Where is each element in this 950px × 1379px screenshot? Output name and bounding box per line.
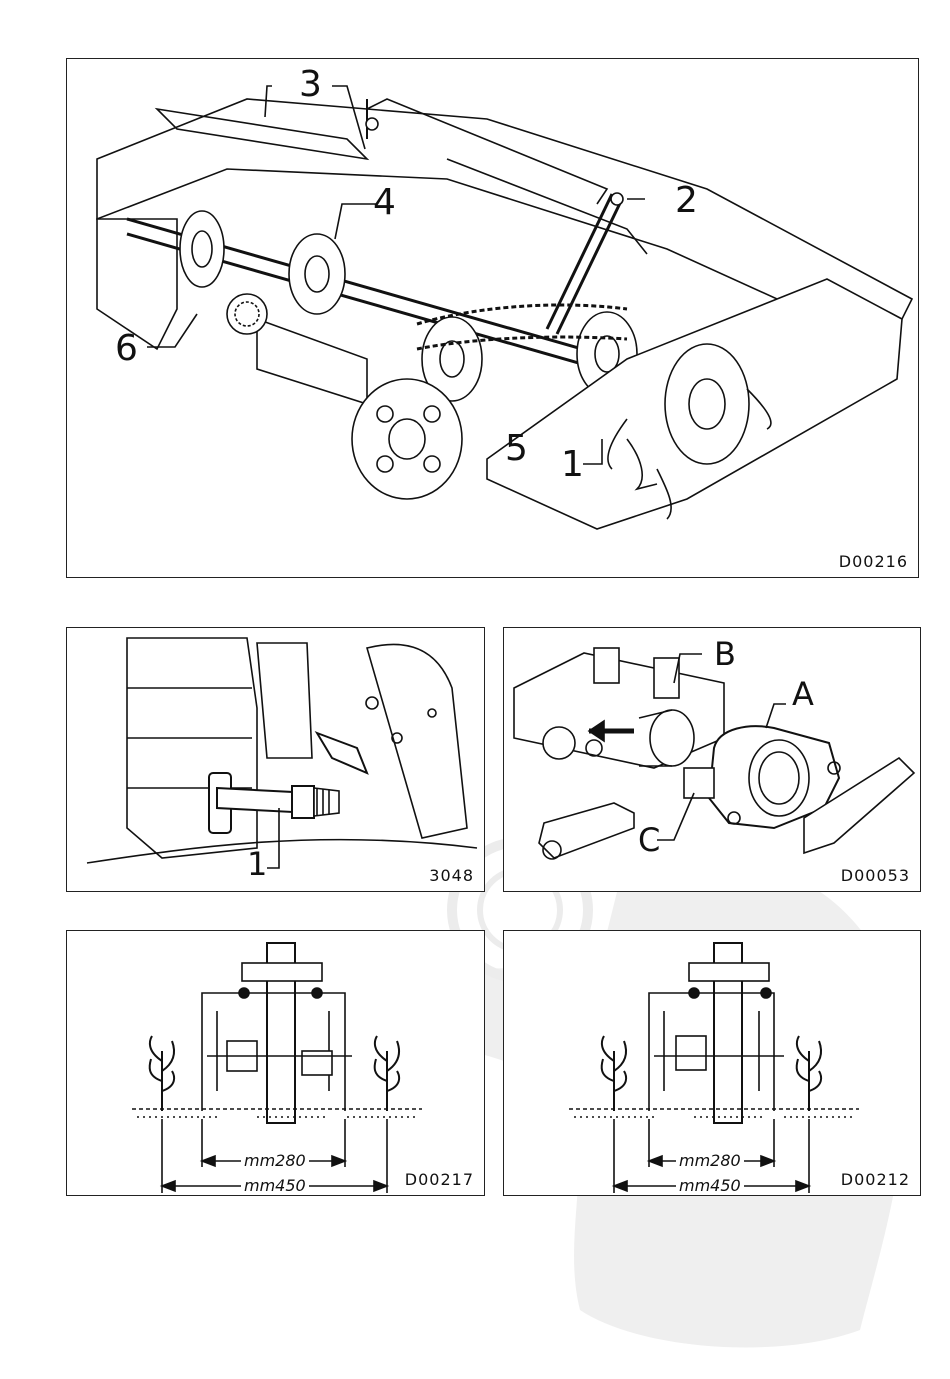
callout-5: 5: [505, 431, 528, 467]
dimension-outer: mm450: [241, 1176, 309, 1195]
dimension-inner: mm280: [241, 1151, 309, 1170]
callout-6: 6: [115, 331, 138, 367]
callout-A: A: [792, 678, 814, 710]
detail-left-figure: 1 3048: [66, 627, 485, 892]
callout-C: C: [638, 824, 660, 856]
main-figure: 3 2 4 6 5 1 D00216: [66, 58, 919, 578]
callout-1: 1: [561, 447, 584, 483]
callout-2: 2: [675, 183, 698, 219]
callout-4: 4: [373, 185, 396, 221]
callout-B: B: [714, 638, 736, 670]
figure-code: D00216: [839, 552, 908, 571]
rotary-tiller-drawing: [67, 59, 919, 578]
dimension-inner: mm280: [676, 1151, 744, 1170]
bolt-detail-drawing: [67, 628, 485, 892]
callout-3: 3: [299, 67, 322, 103]
figure-code: 3048: [429, 866, 474, 885]
figure-code: D00212: [841, 1170, 910, 1189]
callout-1: 1: [247, 848, 267, 880]
bearing-detail-drawing: [504, 628, 921, 892]
detail-right-figure: B A C D00053: [503, 627, 921, 892]
dimension-outer: mm450: [676, 1176, 744, 1195]
spacing-left-figure: mm280 mm450 D00217: [66, 930, 485, 1196]
figure-code: D00053: [841, 866, 910, 885]
figure-code: D00217: [405, 1170, 474, 1189]
spacing-right-figure: mm280 mm450 D00212: [503, 930, 921, 1196]
